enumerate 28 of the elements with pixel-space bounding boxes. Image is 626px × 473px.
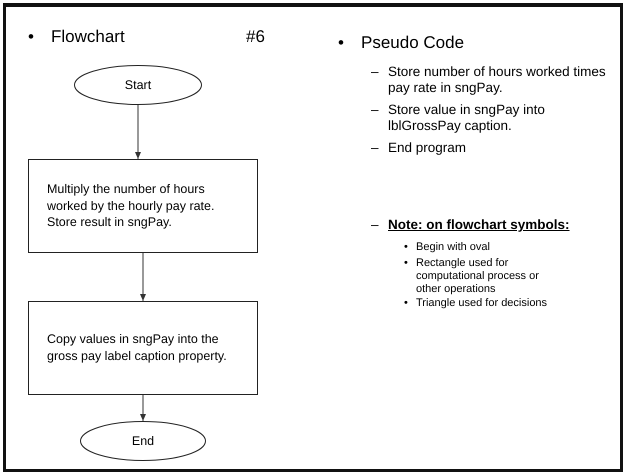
bullet-mark: • xyxy=(404,241,409,254)
arrow xyxy=(140,252,146,302)
slide-text: Flowchart xyxy=(51,27,126,48)
bullet-mark: • xyxy=(338,33,345,54)
node-text: End xyxy=(132,432,154,450)
node-text: Copy values in sngPay into the gross pay label caption property. xyxy=(47,331,228,365)
bullet-mark: • xyxy=(404,297,409,310)
slide-text: Pseudo Code xyxy=(361,33,466,54)
dash-mark: – xyxy=(371,140,380,156)
slide-text: End program xyxy=(388,140,468,156)
arrow xyxy=(140,394,146,422)
node-text: Multiply the number of hours worked by the hourly pay rate. Store result in sngPay. xyxy=(47,180,216,232)
slide-text: Note: on flowchart symbols: xyxy=(388,217,571,234)
slide-text: #6 xyxy=(246,27,266,48)
dash-mark: – xyxy=(371,217,380,234)
slide-text: Store number of hours worked times pay rate in sngPay. xyxy=(388,64,607,96)
process-box xyxy=(28,159,258,253)
node-text: Start xyxy=(124,76,152,94)
slide-text: Store value in sngPay into lblGrossPay caption. xyxy=(388,102,546,134)
bullet-mark: • xyxy=(404,257,409,270)
arrow xyxy=(135,104,141,160)
slide-text: Begin with oval xyxy=(416,241,491,254)
slide-text: Rectangle used for computational process or other operations xyxy=(416,257,540,297)
slide-text: Triangle used for decisions xyxy=(416,297,548,310)
process-box xyxy=(28,301,258,395)
dash-mark: – xyxy=(371,64,380,80)
bullet-mark: • xyxy=(28,27,35,48)
dash-mark: – xyxy=(371,102,380,118)
